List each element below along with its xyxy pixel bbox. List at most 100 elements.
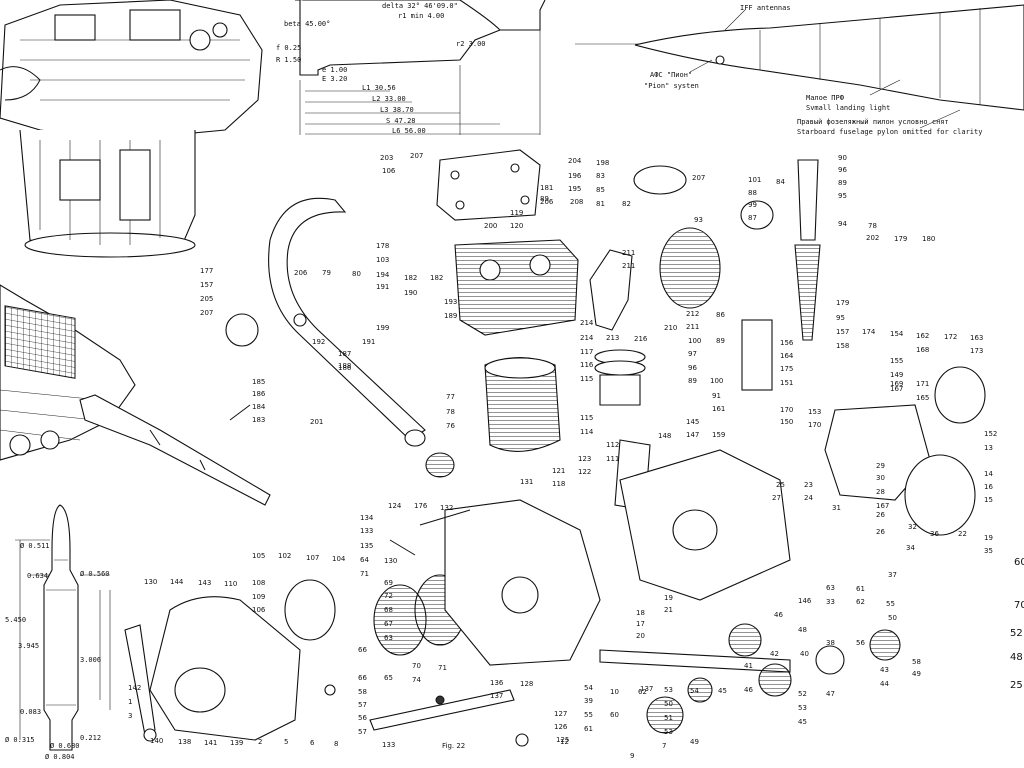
part-number-label: 106	[252, 606, 266, 614]
part-number-label: 180	[922, 235, 935, 243]
label-pylon-ru: Правый фозеляжный пилон условно снят	[797, 118, 949, 126]
part-number-label: 213	[606, 334, 619, 342]
dim-r1: r1 min 4.00	[398, 12, 444, 20]
part-number-label: 205	[200, 295, 213, 303]
part-number-label: 207	[692, 174, 705, 182]
part-number-label: 64	[360, 556, 369, 564]
part-number-label: 123	[578, 455, 591, 463]
part-number-label: 17	[636, 620, 645, 628]
label-pylon-en: Starboard fuselage pylon omitted for cla…	[797, 128, 982, 136]
part-number-label: 54	[584, 684, 593, 692]
part-number-label: 30	[876, 474, 885, 482]
part-number-label: 84	[776, 178, 785, 186]
part-number-label: 175	[780, 365, 793, 373]
part-number-label: 5	[284, 738, 288, 746]
part-number-label: 176	[414, 502, 428, 510]
part-number-label: 49	[912, 670, 921, 678]
suspension-spring	[794, 244, 821, 341]
part-number-label: 158	[836, 342, 849, 350]
label-afs-en: "Pion" systen	[644, 82, 699, 90]
part-number-label: 132	[440, 504, 453, 512]
part-number-label: 56	[358, 714, 367, 722]
part-number-label: 78	[868, 222, 877, 230]
part-number-label: 201	[310, 418, 323, 426]
part-number-label: 53	[664, 728, 673, 736]
dim-d1: Ø 0.511	[20, 542, 50, 550]
part-number-label: 130	[144, 578, 157, 586]
part-number-label: 207	[410, 152, 423, 160]
part-number-label: 31	[832, 504, 841, 512]
label-landing-light-en: Svmall landing light	[806, 104, 890, 112]
part-number-label: 127	[554, 710, 567, 718]
part-number-label: 71	[360, 570, 369, 578]
part-number-label: 45	[798, 718, 807, 726]
tank-hull-illustration	[0, 284, 271, 506]
part-number-label: 68	[384, 606, 393, 614]
part-number-label: 179	[836, 299, 849, 307]
part-number-label: 185	[252, 378, 265, 386]
part-number-label: 46	[774, 611, 783, 619]
part-number-label: 7	[662, 742, 666, 750]
part-number-label: 81	[596, 200, 605, 208]
part-number-label: 52	[798, 690, 807, 698]
part-number-label: 90	[838, 154, 847, 162]
part-number-label: 157	[836, 328, 849, 336]
part-number-label: 60	[610, 711, 619, 719]
part-number-label: 94	[838, 220, 847, 228]
cylinder-head	[454, 239, 579, 336]
part-number-label: 191	[376, 283, 389, 291]
dim-d8: Ø 0.804	[45, 753, 75, 761]
dim-d6: 0.212	[80, 734, 101, 742]
edge-number: 25	[1010, 680, 1023, 691]
part-number-label: 89	[716, 337, 725, 345]
part-number-label: 70	[412, 662, 421, 670]
air-filter	[659, 227, 721, 309]
part-number-label: 108	[252, 579, 265, 587]
label-afs-ru: АФС "Пион"	[650, 71, 692, 79]
part-number-label: 133	[360, 527, 373, 535]
part-number-label: 119	[510, 209, 523, 217]
part-number-label: 101	[748, 176, 761, 184]
part-number-label: 63	[384, 634, 393, 642]
part-number-label: 48	[798, 626, 807, 634]
part-number-label: 182	[404, 274, 417, 282]
part-number-label: 131	[520, 478, 533, 486]
part-number-label: 110	[224, 580, 237, 588]
layshaft	[369, 689, 515, 731]
dim-beta: beta 45.00°	[284, 20, 330, 28]
part-number-label: 189	[444, 312, 457, 320]
part-number-label: 145	[686, 418, 699, 426]
part-number-label: 142	[128, 684, 141, 692]
part-number-label: 33	[826, 598, 835, 606]
part-number-label: 125	[556, 736, 569, 744]
part-number-label: 100	[688, 337, 701, 345]
part-number-label: 14	[984, 470, 993, 478]
part-number-label: 51	[664, 714, 673, 722]
part-number-label: 207	[200, 309, 213, 317]
part-number-label: 203	[380, 154, 393, 162]
part-number-label: 170	[780, 406, 793, 414]
part-number-label: 117	[580, 348, 593, 356]
carburettor	[589, 249, 633, 331]
dim-e: e 1.00	[322, 66, 347, 74]
part-number-label: 196	[568, 172, 582, 180]
part-number-label: 112	[606, 441, 619, 449]
part-number-label: 214	[580, 334, 594, 342]
part-number-label: 24	[804, 494, 813, 502]
part-number-label: 114	[580, 428, 594, 436]
dim-L3: L3 38.70	[380, 106, 414, 114]
part-number-label: 143	[198, 579, 211, 587]
dim-d2: 0.634	[27, 572, 48, 580]
part-number-label: 88	[748, 189, 757, 197]
part-number-label: 21	[664, 606, 673, 614]
part-number-label: 149	[890, 371, 903, 379]
dim-L6: L6 56.00	[392, 127, 426, 135]
edge-number: 52	[1010, 628, 1023, 639]
part-number-label: 65	[384, 674, 393, 682]
part-number-label: 103	[376, 256, 389, 264]
part-number-label: 141	[204, 739, 217, 747]
part-number-label: 1	[128, 698, 132, 706]
part-number-label: 184	[252, 403, 266, 411]
